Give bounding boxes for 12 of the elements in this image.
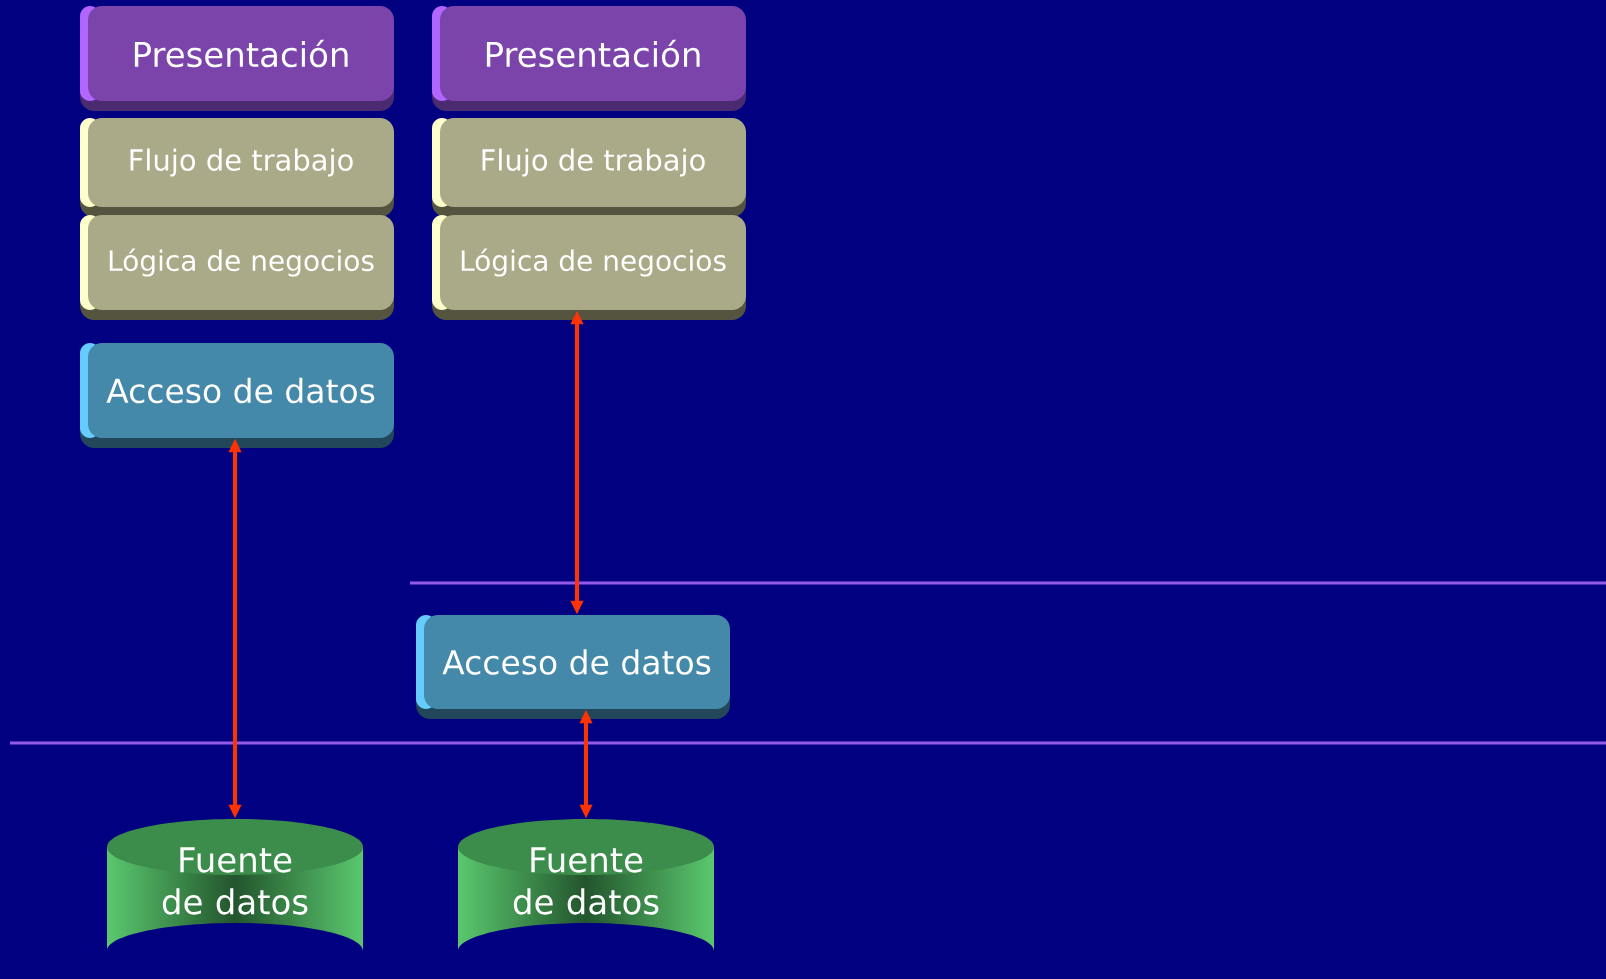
layer-box: Acceso de datos: [416, 615, 730, 719]
layer-box: Flujo de trabajo: [80, 118, 394, 217]
node-label: de datos: [162, 888, 308, 915]
node-label: de datos: [513, 888, 659, 915]
layer-box: Lógica de negocios: [432, 215, 746, 320]
layer-box: Flujo de trabajo: [432, 118, 746, 217]
database-cylinder: Fuente de datos: [107, 819, 363, 915]
layer-box: Lógica de negocios: [80, 215, 394, 320]
layer-box: Presentación: [432, 6, 746, 111]
layer-box: Acceso de datos: [80, 343, 394, 448]
layer-box: Presentación: [80, 6, 394, 111]
database-cylinder: Fuente de datos: [458, 819, 714, 915]
